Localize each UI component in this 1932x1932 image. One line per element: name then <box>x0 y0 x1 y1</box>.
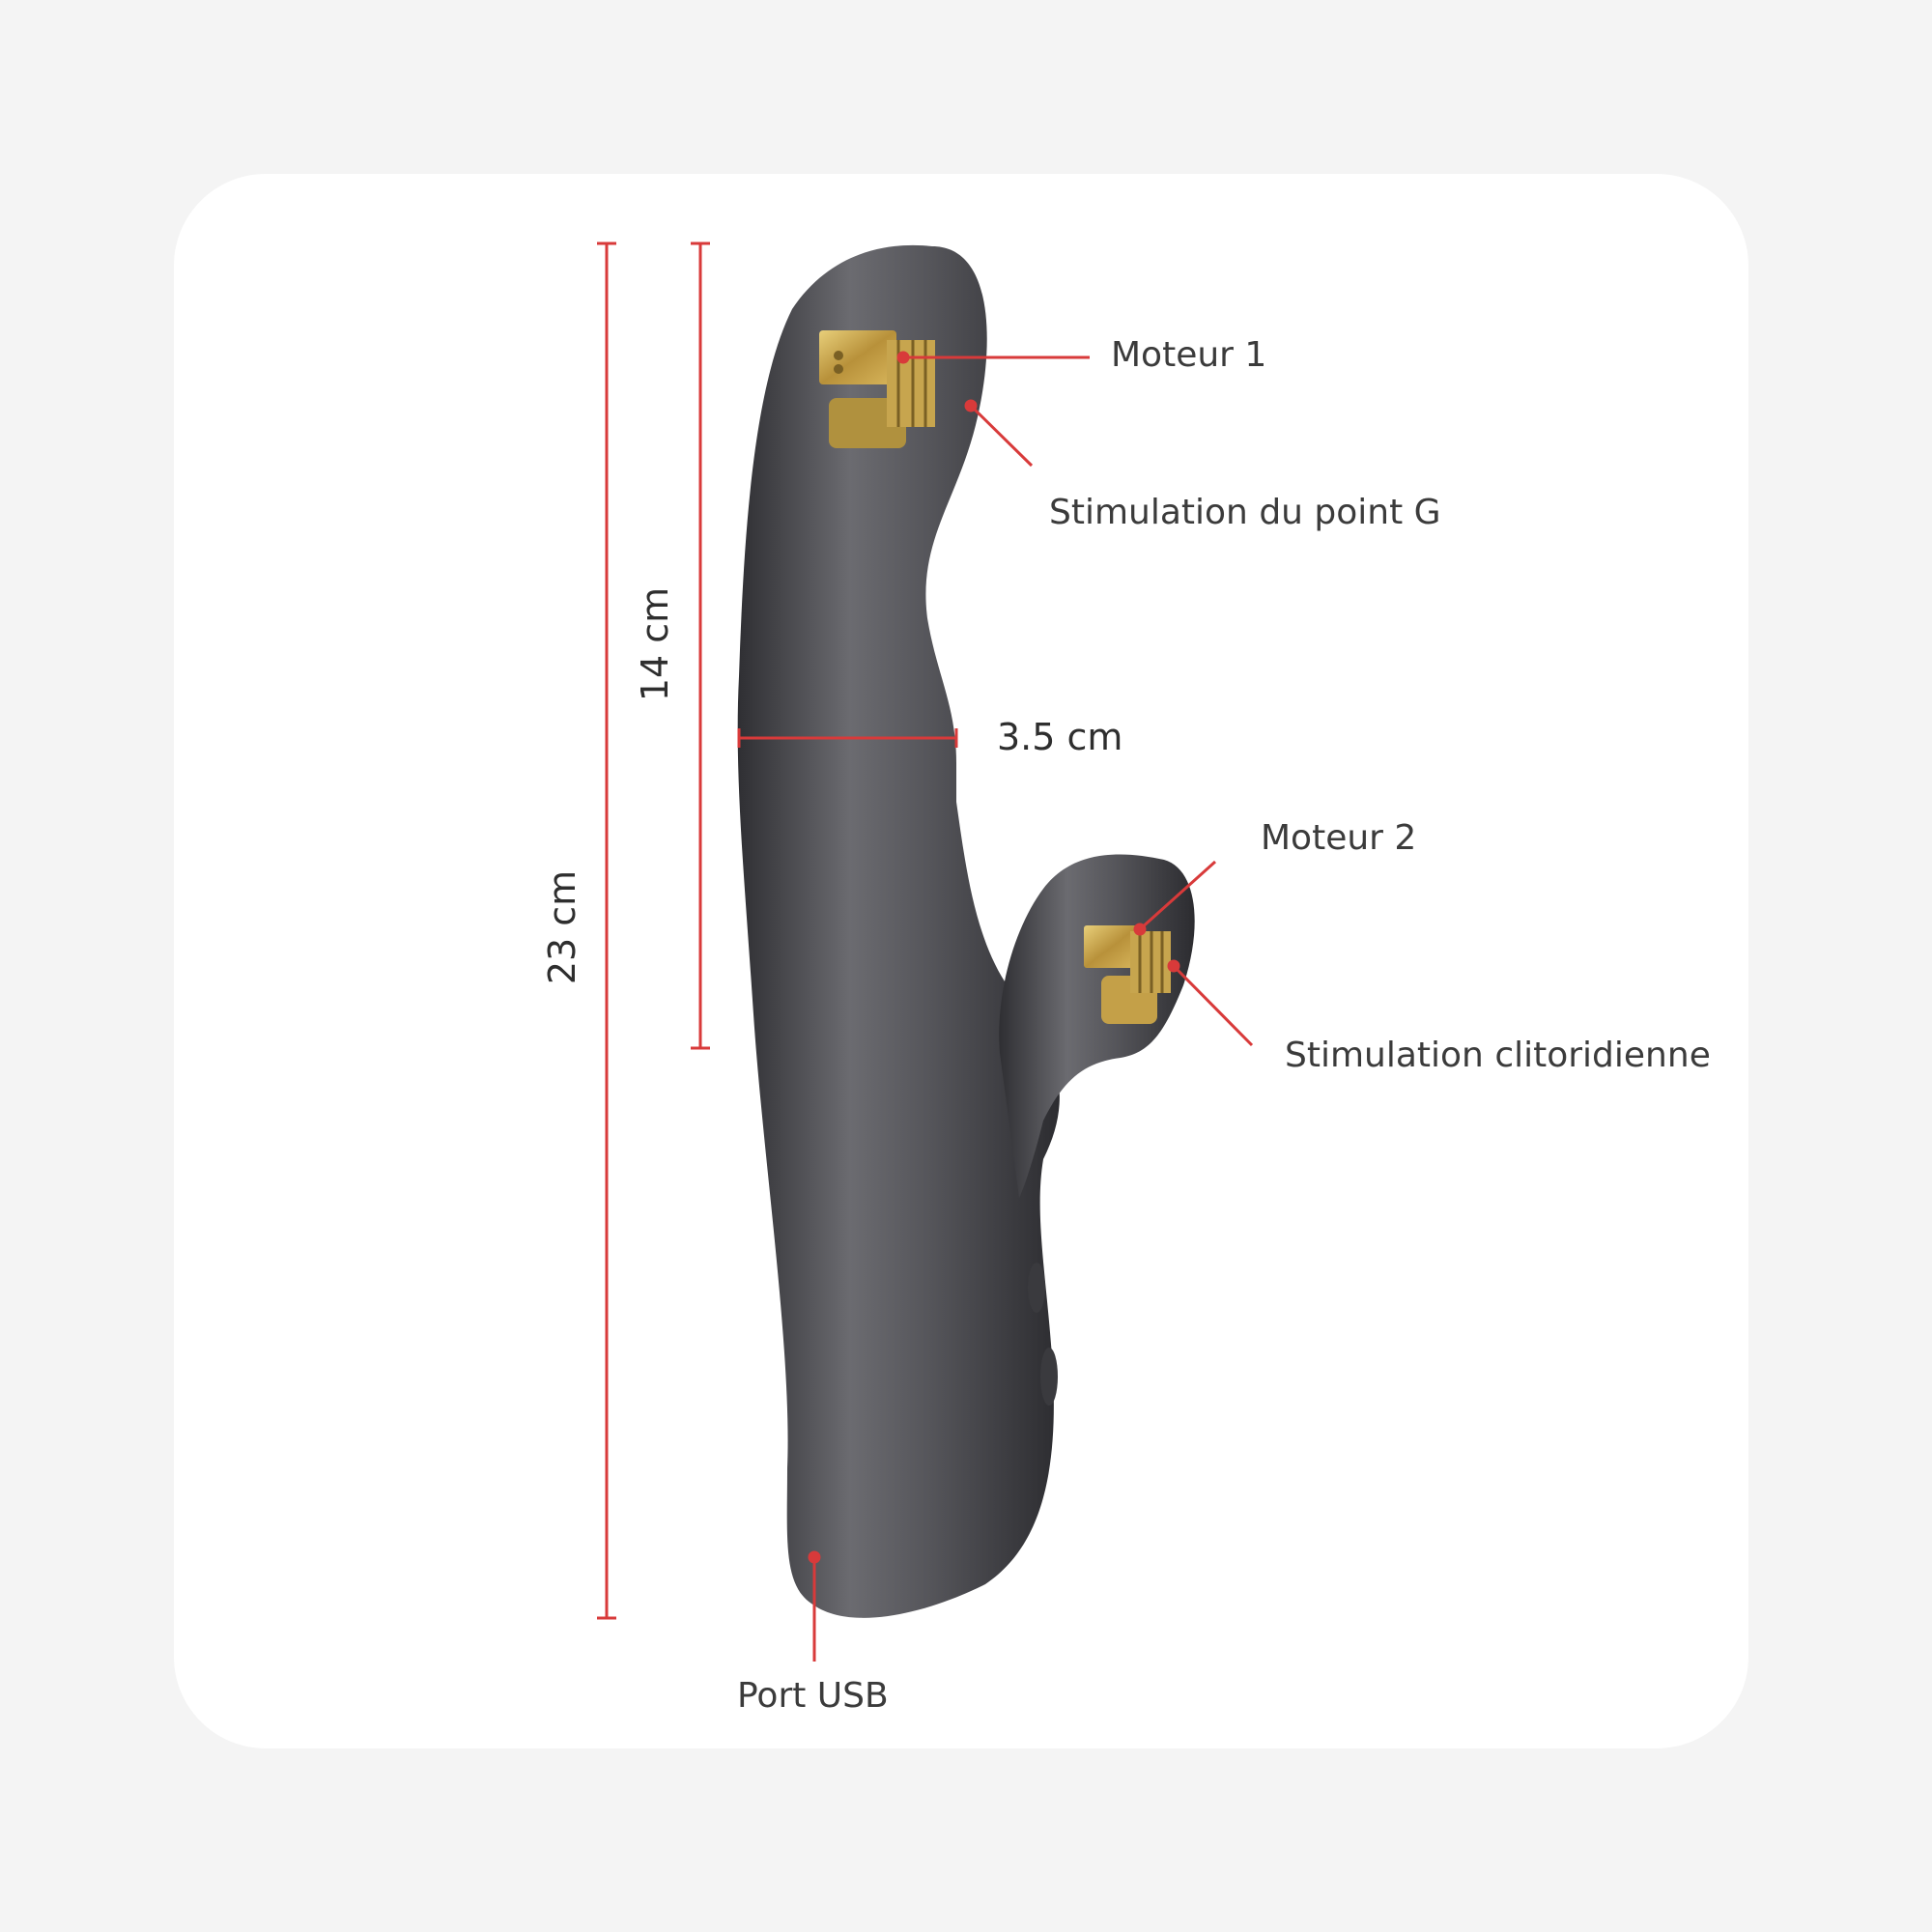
motor-1-icon <box>819 330 935 448</box>
label-usb-port: Port USB <box>737 1676 889 1716</box>
dimension-total-length: 23 cm <box>541 869 583 985</box>
motor-2-icon <box>1084 925 1171 1024</box>
label-motor1: Moteur 1 <box>1111 335 1267 375</box>
button-bottom[interactable] <box>1040 1348 1058 1406</box>
button-top[interactable] <box>1028 1263 1045 1313</box>
callout-g-spot <box>969 404 1034 468</box>
dimension-lines <box>597 242 958 1620</box>
dimension-diameter: 3.5 cm <box>997 716 1123 758</box>
label-g-spot: Stimulation du point G <box>1049 493 1441 532</box>
dimension-insertable-length: 14 cm <box>634 586 676 702</box>
callout-lines <box>808 351 1254 1662</box>
label-clitoral: Stimulation clitoridienne <box>1285 1036 1711 1075</box>
device-shaft <box>737 244 1060 1618</box>
callout-motor2 <box>1138 860 1217 931</box>
callout-clitoral <box>1172 964 1254 1047</box>
label-motor2: Moteur 2 <box>1261 818 1417 858</box>
